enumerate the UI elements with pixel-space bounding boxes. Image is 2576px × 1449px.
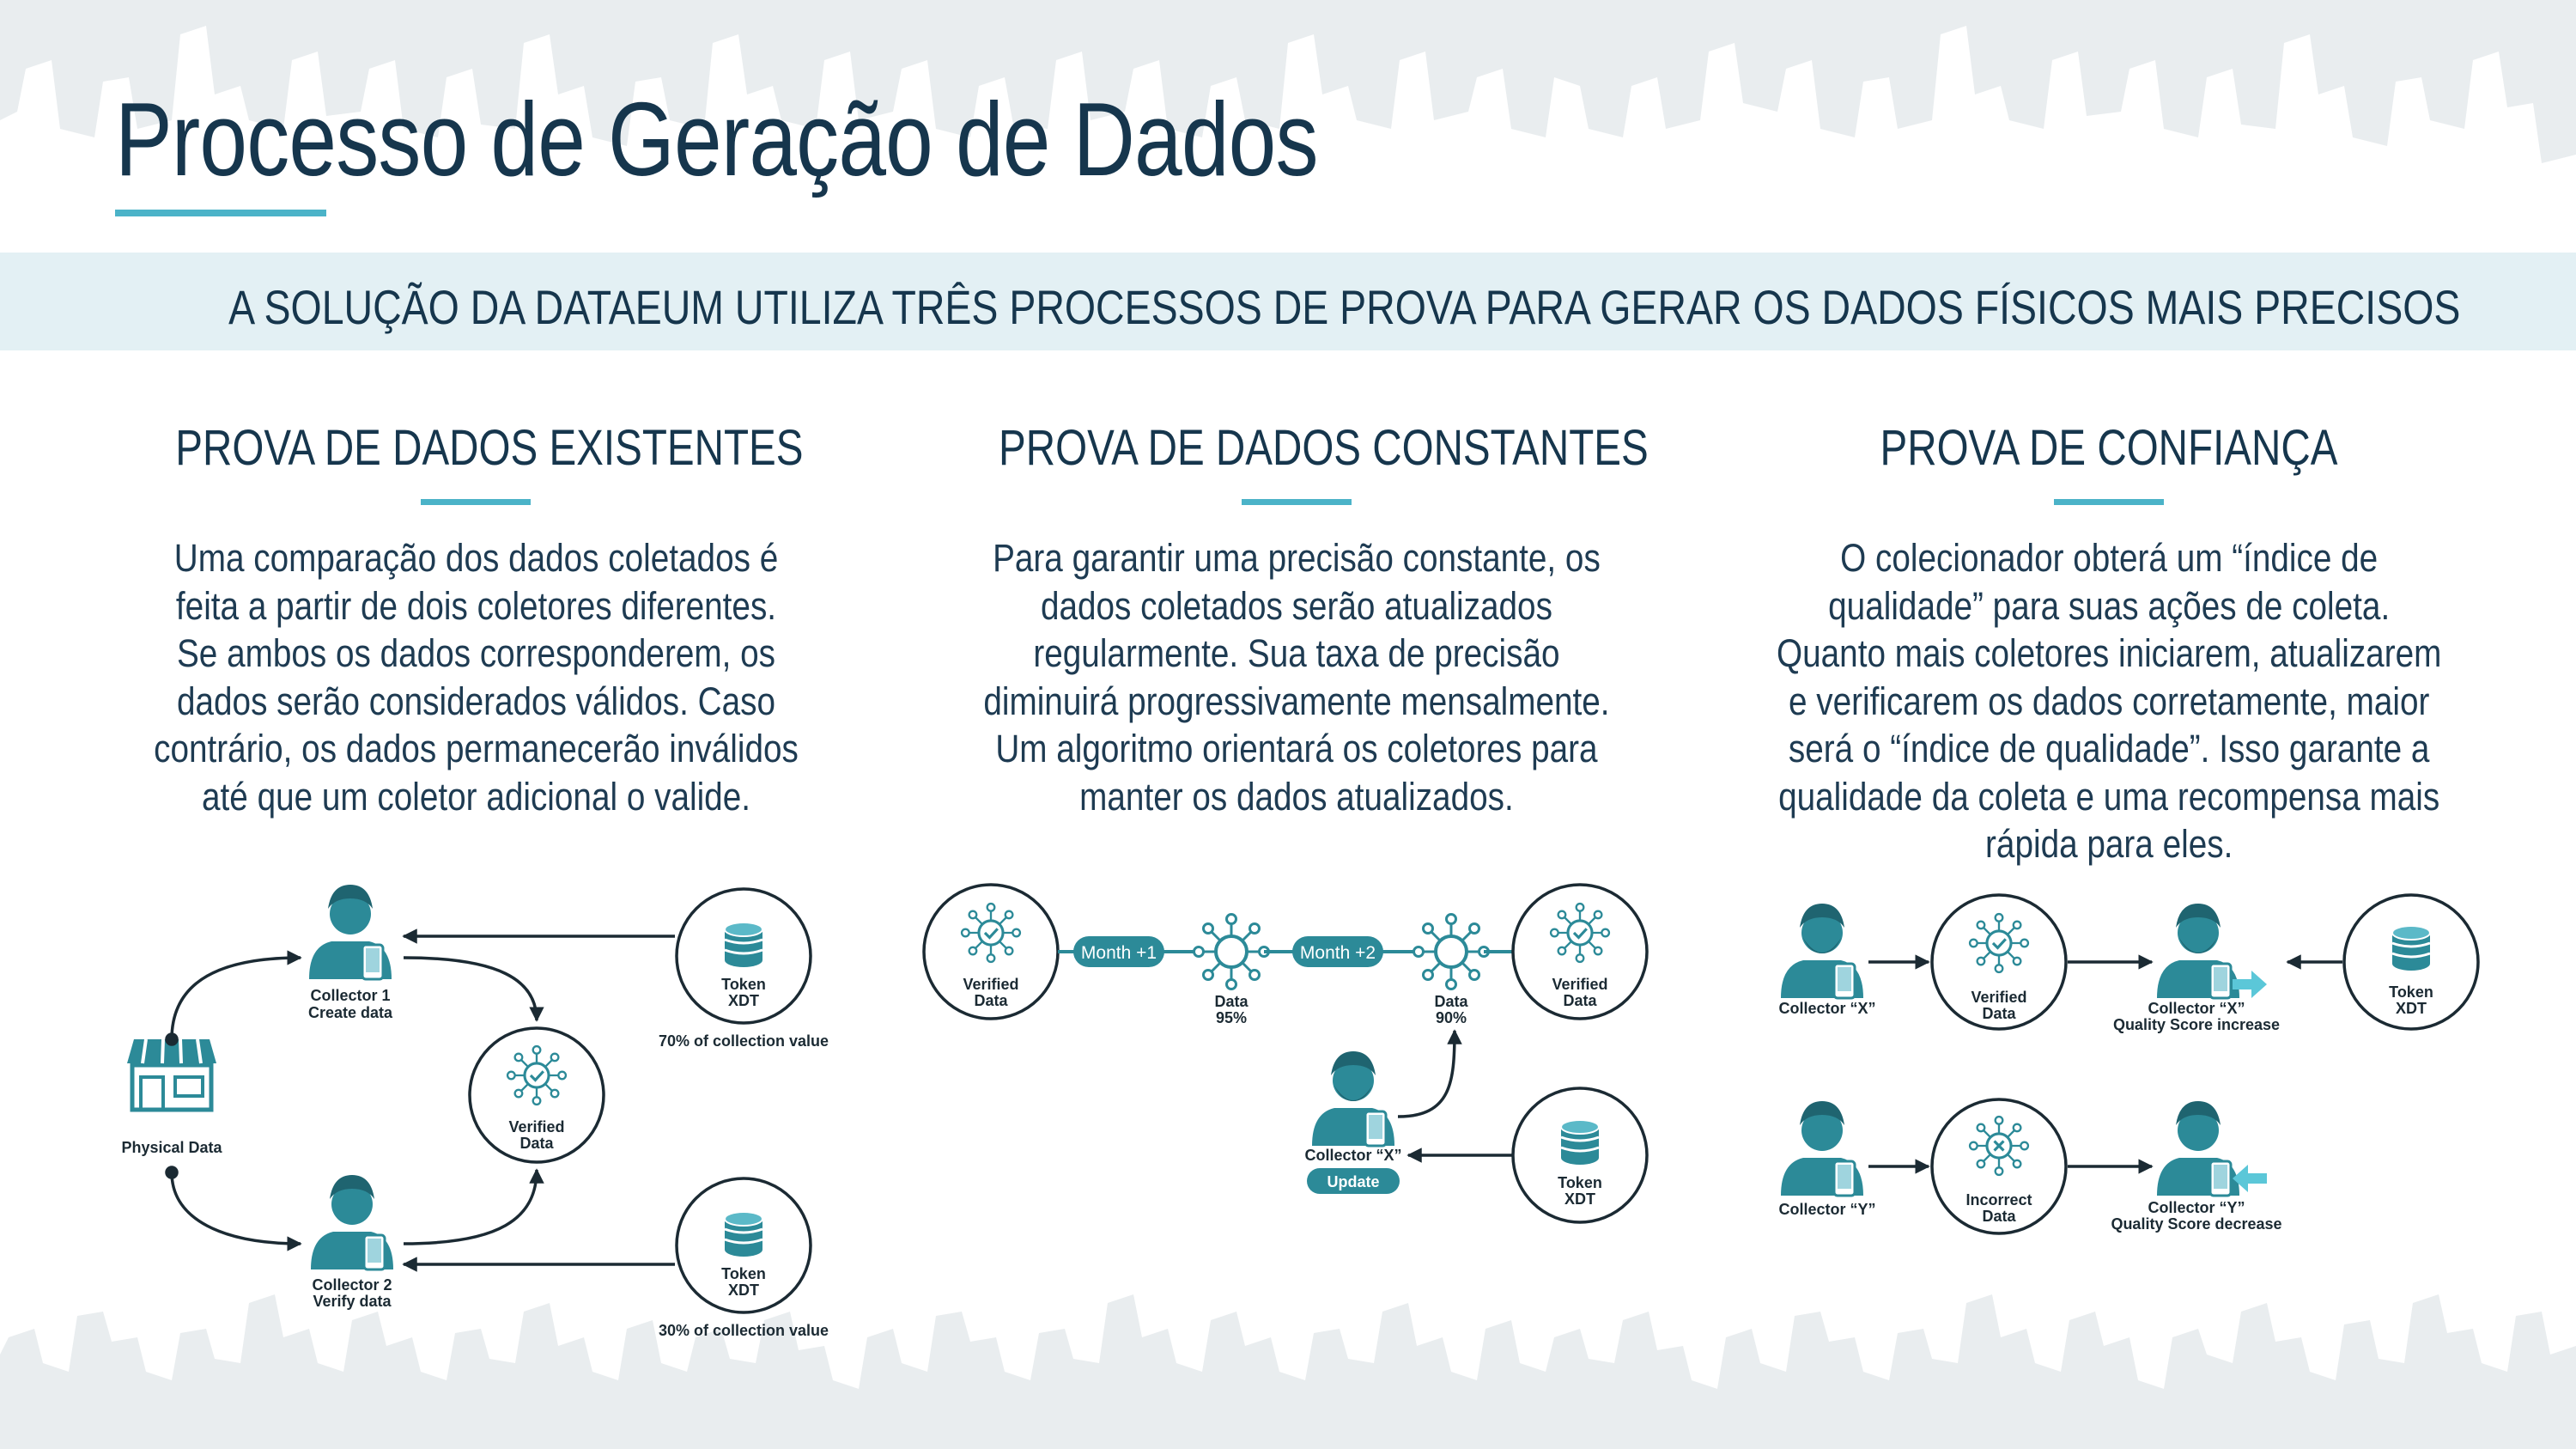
collector-x-label: Collector “X”: [1778, 1000, 1875, 1017]
verified-data-label-2: Data: [1982, 1005, 2016, 1022]
verified-left-label-2: Data: [974, 992, 1008, 1009]
column-title: PROVA DE DADOS CONSTANTES: [927, 419, 1666, 477]
collector-2-name: Collector 2: [312, 1276, 392, 1294]
subtitle: A SOLUÇÃO DA DATAEUM UTILIZA TRÊS PROCES…: [0, 279, 2576, 335]
collector-y-score-icon: [2155, 1099, 2241, 1197]
verified-data-label: Verified: [508, 1118, 564, 1135]
diagram-trust: Collector “X” Verified Data Collector “X…: [1778, 893, 2480, 1235]
subtitle-band: [0, 253, 2576, 350]
column-description-text: O colecionador obterá um “índice de qual…: [1776, 536, 2442, 866]
token-bottom-label-2: XDT: [728, 1282, 759, 1299]
skyline-bottom-decoration: [0, 1294, 2576, 1449]
column-title: PROVA DE DADOS EXISTENTES: [106, 419, 845, 477]
diagram-1-arrows: [165, 928, 675, 1272]
diagram-2-arrows: [1397, 1029, 1513, 1163]
data-90-icon: [1412, 912, 1491, 991]
column-trust: PROVA DE CONFIANÇA O colecionador obterá…: [1740, 419, 2478, 868]
collector-x-icon: [1312, 1051, 1394, 1146]
collector-2-icon: [309, 1173, 395, 1271]
collector-y-result-text: Quality Score decrease: [2111, 1215, 2281, 1233]
column-constant-data: PROVA DE DADOS CONSTANTES Para garantir …: [927, 419, 1666, 820]
data-95-icon: [1192, 912, 1271, 991]
token-coins-icon: [2391, 924, 2432, 972]
verified-data-icon: [962, 904, 1020, 962]
verified-data-label-2: Data: [519, 1135, 554, 1152]
collector-y-result-name: Collector “Y”: [2148, 1199, 2245, 1216]
title-underline: [115, 210, 326, 216]
column-title-text: PROVA DE DADOS CONSTANTES: [999, 420, 1649, 476]
page-title: Processo de Geração de Dados: [115, 81, 1318, 198]
verified-left-label: Verified: [963, 976, 1018, 993]
skyline-top-decoration: [0, 0, 2576, 163]
column-title: PROVA DE CONFIANÇA: [1740, 419, 2478, 477]
verified-data-icon: [507, 1046, 566, 1105]
column-description-text: Uma comparação dos dados coletados é fei…: [153, 536, 799, 819]
token-coins-icon: [1559, 1118, 1601, 1166]
data-95-label: Data: [1214, 993, 1249, 1010]
collector-x-result-text: Quality Score increase: [2113, 1016, 2280, 1033]
incorrect-data-label-2: Data: [1982, 1208, 2016, 1225]
token-label-2: XDT: [2396, 1000, 2427, 1017]
quality-increase-icon: [2233, 971, 2267, 998]
diagram-existing-data: Physical Data Collector 1 Create data Co…: [121, 883, 829, 1339]
column-description: Uma comparação dos dados coletados é fei…: [25, 534, 927, 820]
collector-1-action: Create data: [308, 1004, 393, 1021]
token-label: Token: [2389, 983, 2433, 1001]
store-icon: [127, 1038, 216, 1112]
column-underline: [1242, 499, 1352, 505]
collector-x-result-name: Collector “X”: [2148, 1000, 2245, 1017]
token-top-caption: 70% of collection value: [659, 1032, 829, 1050]
update-label: Update: [1327, 1173, 1379, 1190]
diagram-constant-data: Verified Data Month +1 Data 95% Month +2…: [922, 883, 1649, 1224]
token-bottom-caption: 30% of collection value: [659, 1322, 829, 1339]
collector-2-action: Verify data: [313, 1293, 392, 1310]
month-1-label: Month +1: [1081, 943, 1157, 963]
quality-decrease-icon: [2233, 1165, 2267, 1192]
column-title-text: PROVA DE CONFIANÇA: [1880, 420, 2338, 476]
diagram-3-arrows: [1868, 954, 2342, 1174]
collector-y-icon: [1779, 1099, 1865, 1197]
column-description: Para garantir uma precisão constante, os…: [846, 534, 1747, 820]
column-title-text: PROVA DE DADOS EXISTENTES: [175, 420, 804, 476]
month-2-label: Month +2: [1300, 943, 1376, 963]
column-description-text: Para garantir uma precisão constante, os…: [983, 536, 1610, 819]
column-description: O colecionador obterá um “índice de qual…: [1658, 534, 2560, 868]
incorrect-data-label: Incorrect: [1965, 1191, 2032, 1209]
column-underline: [2054, 499, 2164, 505]
data-90-label: Data: [1434, 993, 1468, 1010]
collector-1-name: Collector 1: [310, 987, 390, 1004]
collector-1-icon: [307, 883, 393, 981]
collector-y-label: Collector “Y”: [1778, 1201, 1875, 1218]
token-top-label-2: XDT: [728, 992, 759, 1009]
update-pill: [1307, 1168, 1400, 1194]
verified-right-label-2: Data: [1563, 992, 1597, 1009]
incorrect-data-icon: [1970, 1117, 2028, 1175]
month-1-pill: [1073, 936, 1164, 967]
token-coins-icon: [723, 1210, 764, 1258]
verified-data-icon: [1970, 914, 2028, 972]
token-label-2: XDT: [1564, 1190, 1595, 1208]
data-95-value: 95%: [1216, 1009, 1247, 1026]
token-bottom-label: Token: [721, 1265, 766, 1282]
data-90-value: 90%: [1436, 1009, 1467, 1026]
token-coins-icon: [723, 921, 764, 969]
verified-data-label: Verified: [1971, 989, 2026, 1006]
column-existing-data: PROVA DE DADOS EXISTENTES Uma comparação…: [106, 419, 845, 820]
collector-x-label: Collector “X”: [1304, 1147, 1401, 1164]
collector-x-score-icon: [2157, 904, 2239, 998]
month-2-pill: [1292, 936, 1383, 967]
token-label: Token: [1558, 1174, 1602, 1191]
column-underline: [421, 499, 531, 505]
physical-data-label: Physical Data: [121, 1139, 222, 1156]
verified-data-icon: [1551, 904, 1609, 962]
subtitle-text: A SOLUÇÃO DA DATAEUM UTILIZA TRÊS PROCES…: [228, 280, 2461, 334]
verified-right-label: Verified: [1552, 976, 1607, 993]
token-top-label: Token: [721, 976, 766, 993]
collector-x-icon: [1781, 904, 1863, 998]
